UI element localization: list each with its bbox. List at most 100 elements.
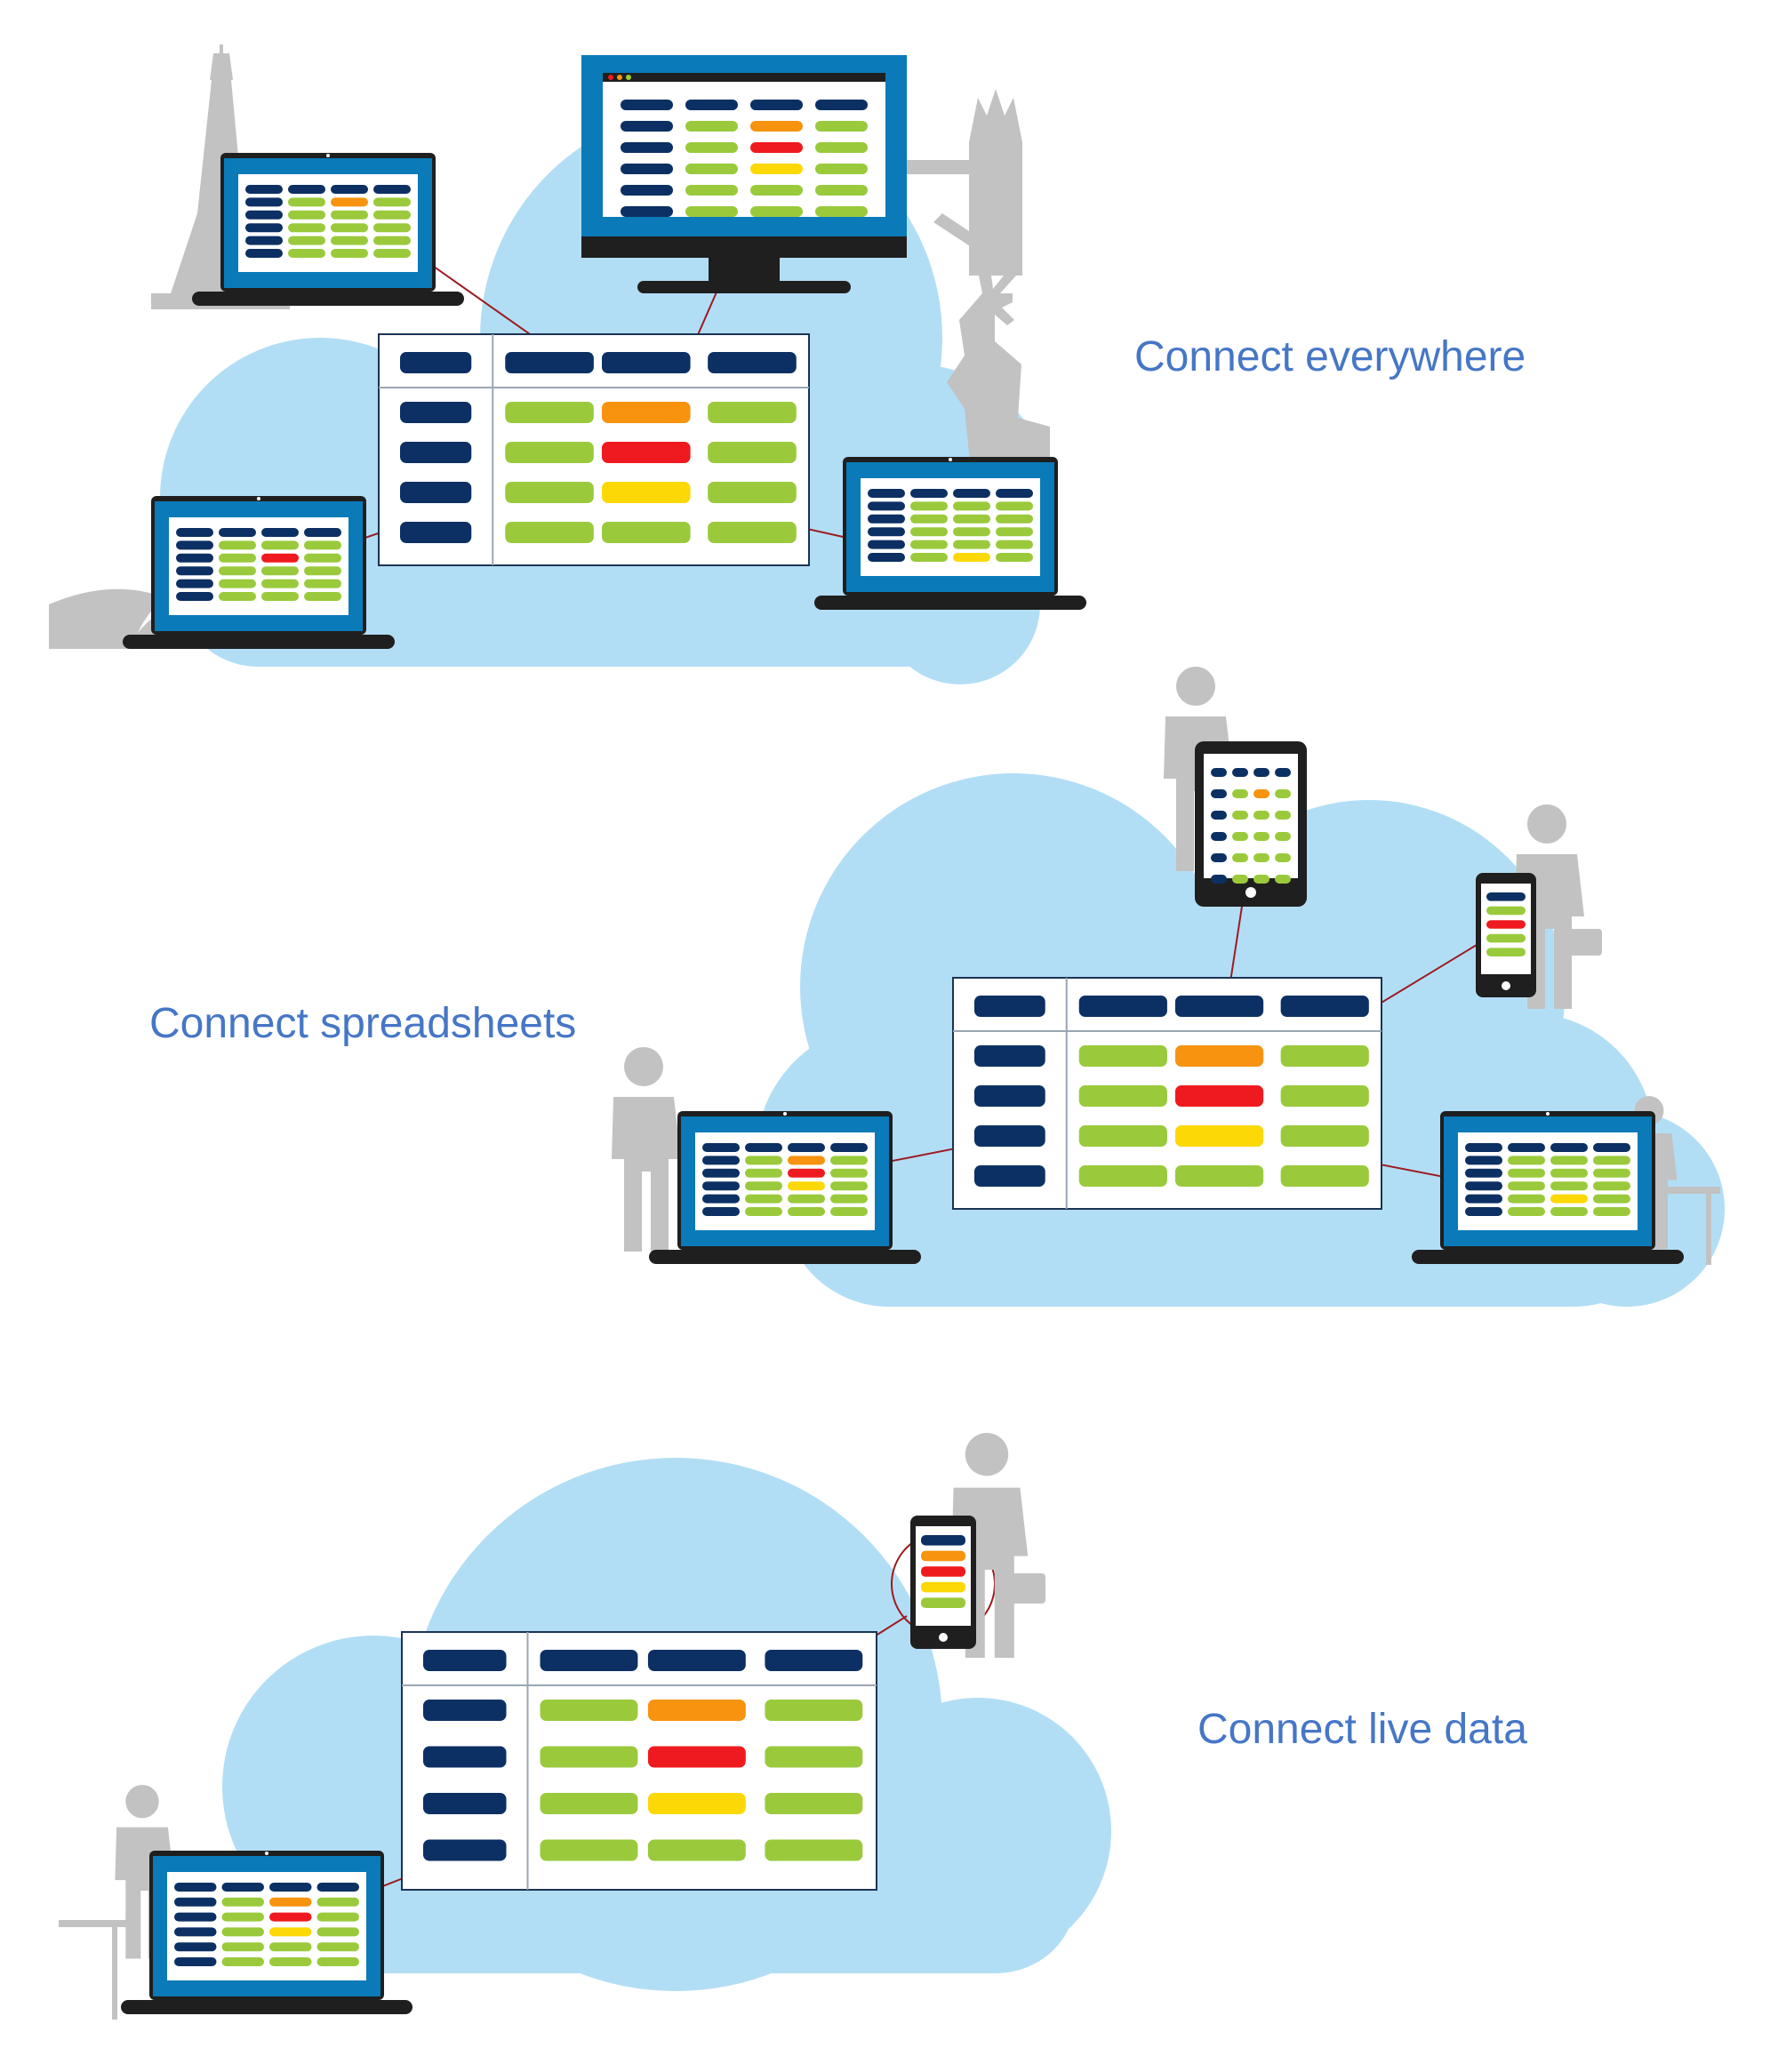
cell-bar xyxy=(921,1597,965,1608)
cell-bar xyxy=(685,100,738,110)
cell-bar xyxy=(601,522,691,543)
cell-bar xyxy=(788,1207,825,1216)
cell-bar xyxy=(373,197,411,207)
cell-bar xyxy=(423,1839,507,1861)
cell-bar xyxy=(685,121,738,132)
laptop-paris xyxy=(192,153,464,306)
cell-bar xyxy=(685,164,738,174)
cell-bar xyxy=(1508,1207,1545,1216)
cell-bar xyxy=(708,482,797,503)
cell-bar xyxy=(830,1194,868,1204)
person-icon xyxy=(1527,804,1566,844)
cell-bar xyxy=(621,100,673,110)
spreadsheet-live xyxy=(401,1631,877,1891)
cell-bar xyxy=(745,1194,782,1204)
cell-bar xyxy=(685,185,738,196)
cell-bar xyxy=(765,1839,863,1861)
cell-bar xyxy=(221,1897,264,1907)
cell-bar xyxy=(331,236,368,245)
cell-bar xyxy=(647,1839,746,1861)
cell-bar xyxy=(953,514,990,524)
cell-bar xyxy=(1253,789,1269,798)
cell-bar xyxy=(647,1700,746,1721)
cell-bar xyxy=(1232,853,1248,862)
cell-bar xyxy=(373,185,411,194)
cell-bar xyxy=(815,121,868,132)
cell-bar xyxy=(1593,1194,1630,1204)
cell-bar xyxy=(601,352,691,373)
statue-of-liberty-icon xyxy=(947,249,1050,462)
cell-bar xyxy=(910,527,948,537)
cell-bar xyxy=(1593,1143,1630,1152)
cell-bar xyxy=(621,185,673,196)
cell-bar xyxy=(996,540,1033,549)
person-body xyxy=(612,1097,681,1252)
cell-bar xyxy=(788,1168,825,1178)
cell-bar xyxy=(647,1746,746,1768)
briefcase-icon xyxy=(1566,929,1602,956)
cell-bar xyxy=(269,1912,312,1922)
cell-bar xyxy=(316,1883,359,1892)
laptop-right-mid xyxy=(1412,1111,1684,1264)
cell-bar xyxy=(174,1897,217,1907)
cell-bar xyxy=(830,1181,868,1191)
cell-bar xyxy=(868,514,905,524)
cell-bar xyxy=(400,522,472,543)
monitor-stand xyxy=(637,281,851,293)
cell-bar xyxy=(788,1143,825,1152)
cell-bar xyxy=(910,540,948,549)
window-dot xyxy=(626,75,631,80)
cell-bar xyxy=(647,1650,746,1671)
cell-bar xyxy=(601,482,691,503)
cell-bar xyxy=(219,579,256,588)
cell-bar xyxy=(745,1143,782,1152)
cell-bar xyxy=(788,1156,825,1165)
laptop-camera xyxy=(265,1852,268,1855)
cell-bar xyxy=(176,540,213,550)
cell-bar xyxy=(1211,875,1227,884)
cell-bar xyxy=(910,501,948,511)
cell-bar xyxy=(1280,1045,1369,1067)
cell-bar xyxy=(996,527,1033,537)
cell-bar xyxy=(219,566,256,576)
cell-bar xyxy=(1174,996,1264,1017)
spreadsheet-spreadsheets xyxy=(952,977,1382,1210)
cell-bar xyxy=(400,402,472,423)
cell-bar xyxy=(1486,933,1526,943)
cell-bar xyxy=(745,1156,782,1165)
cell-bar xyxy=(261,528,299,537)
cell-bar xyxy=(1232,832,1248,841)
cell-bar xyxy=(750,100,803,110)
cell-bar xyxy=(830,1207,868,1216)
cell-bar xyxy=(304,592,341,601)
cell-bar xyxy=(400,482,472,503)
cell-bar xyxy=(1232,875,1248,884)
laptop-left-mid xyxy=(649,1111,921,1264)
window-titlebar xyxy=(603,73,885,82)
cell-bar xyxy=(400,442,472,463)
cell-bar xyxy=(702,1194,740,1204)
cell-bar xyxy=(765,1746,863,1768)
cell-bar xyxy=(685,206,738,217)
cell-bar xyxy=(745,1207,782,1216)
cell-bar xyxy=(1275,789,1291,798)
cell-bar xyxy=(1232,811,1248,820)
cell-bar xyxy=(1280,996,1369,1017)
cell-bar xyxy=(921,1550,965,1562)
cell-bar xyxy=(219,592,256,601)
cell-bar xyxy=(953,501,990,511)
cell-bar xyxy=(621,206,673,217)
cell-bar xyxy=(1078,1045,1167,1067)
cell-bar xyxy=(708,402,797,423)
cell-bar xyxy=(1275,811,1291,820)
cell-bar xyxy=(868,489,905,498)
cell-bar xyxy=(708,522,797,543)
cell-bar xyxy=(868,527,905,537)
cell-bar xyxy=(685,142,738,153)
cell-bar xyxy=(1486,892,1526,901)
cell-bar xyxy=(1465,1207,1502,1216)
cell-bar xyxy=(261,566,299,576)
laptop-base xyxy=(121,2000,412,2014)
cell-bar xyxy=(505,352,594,373)
